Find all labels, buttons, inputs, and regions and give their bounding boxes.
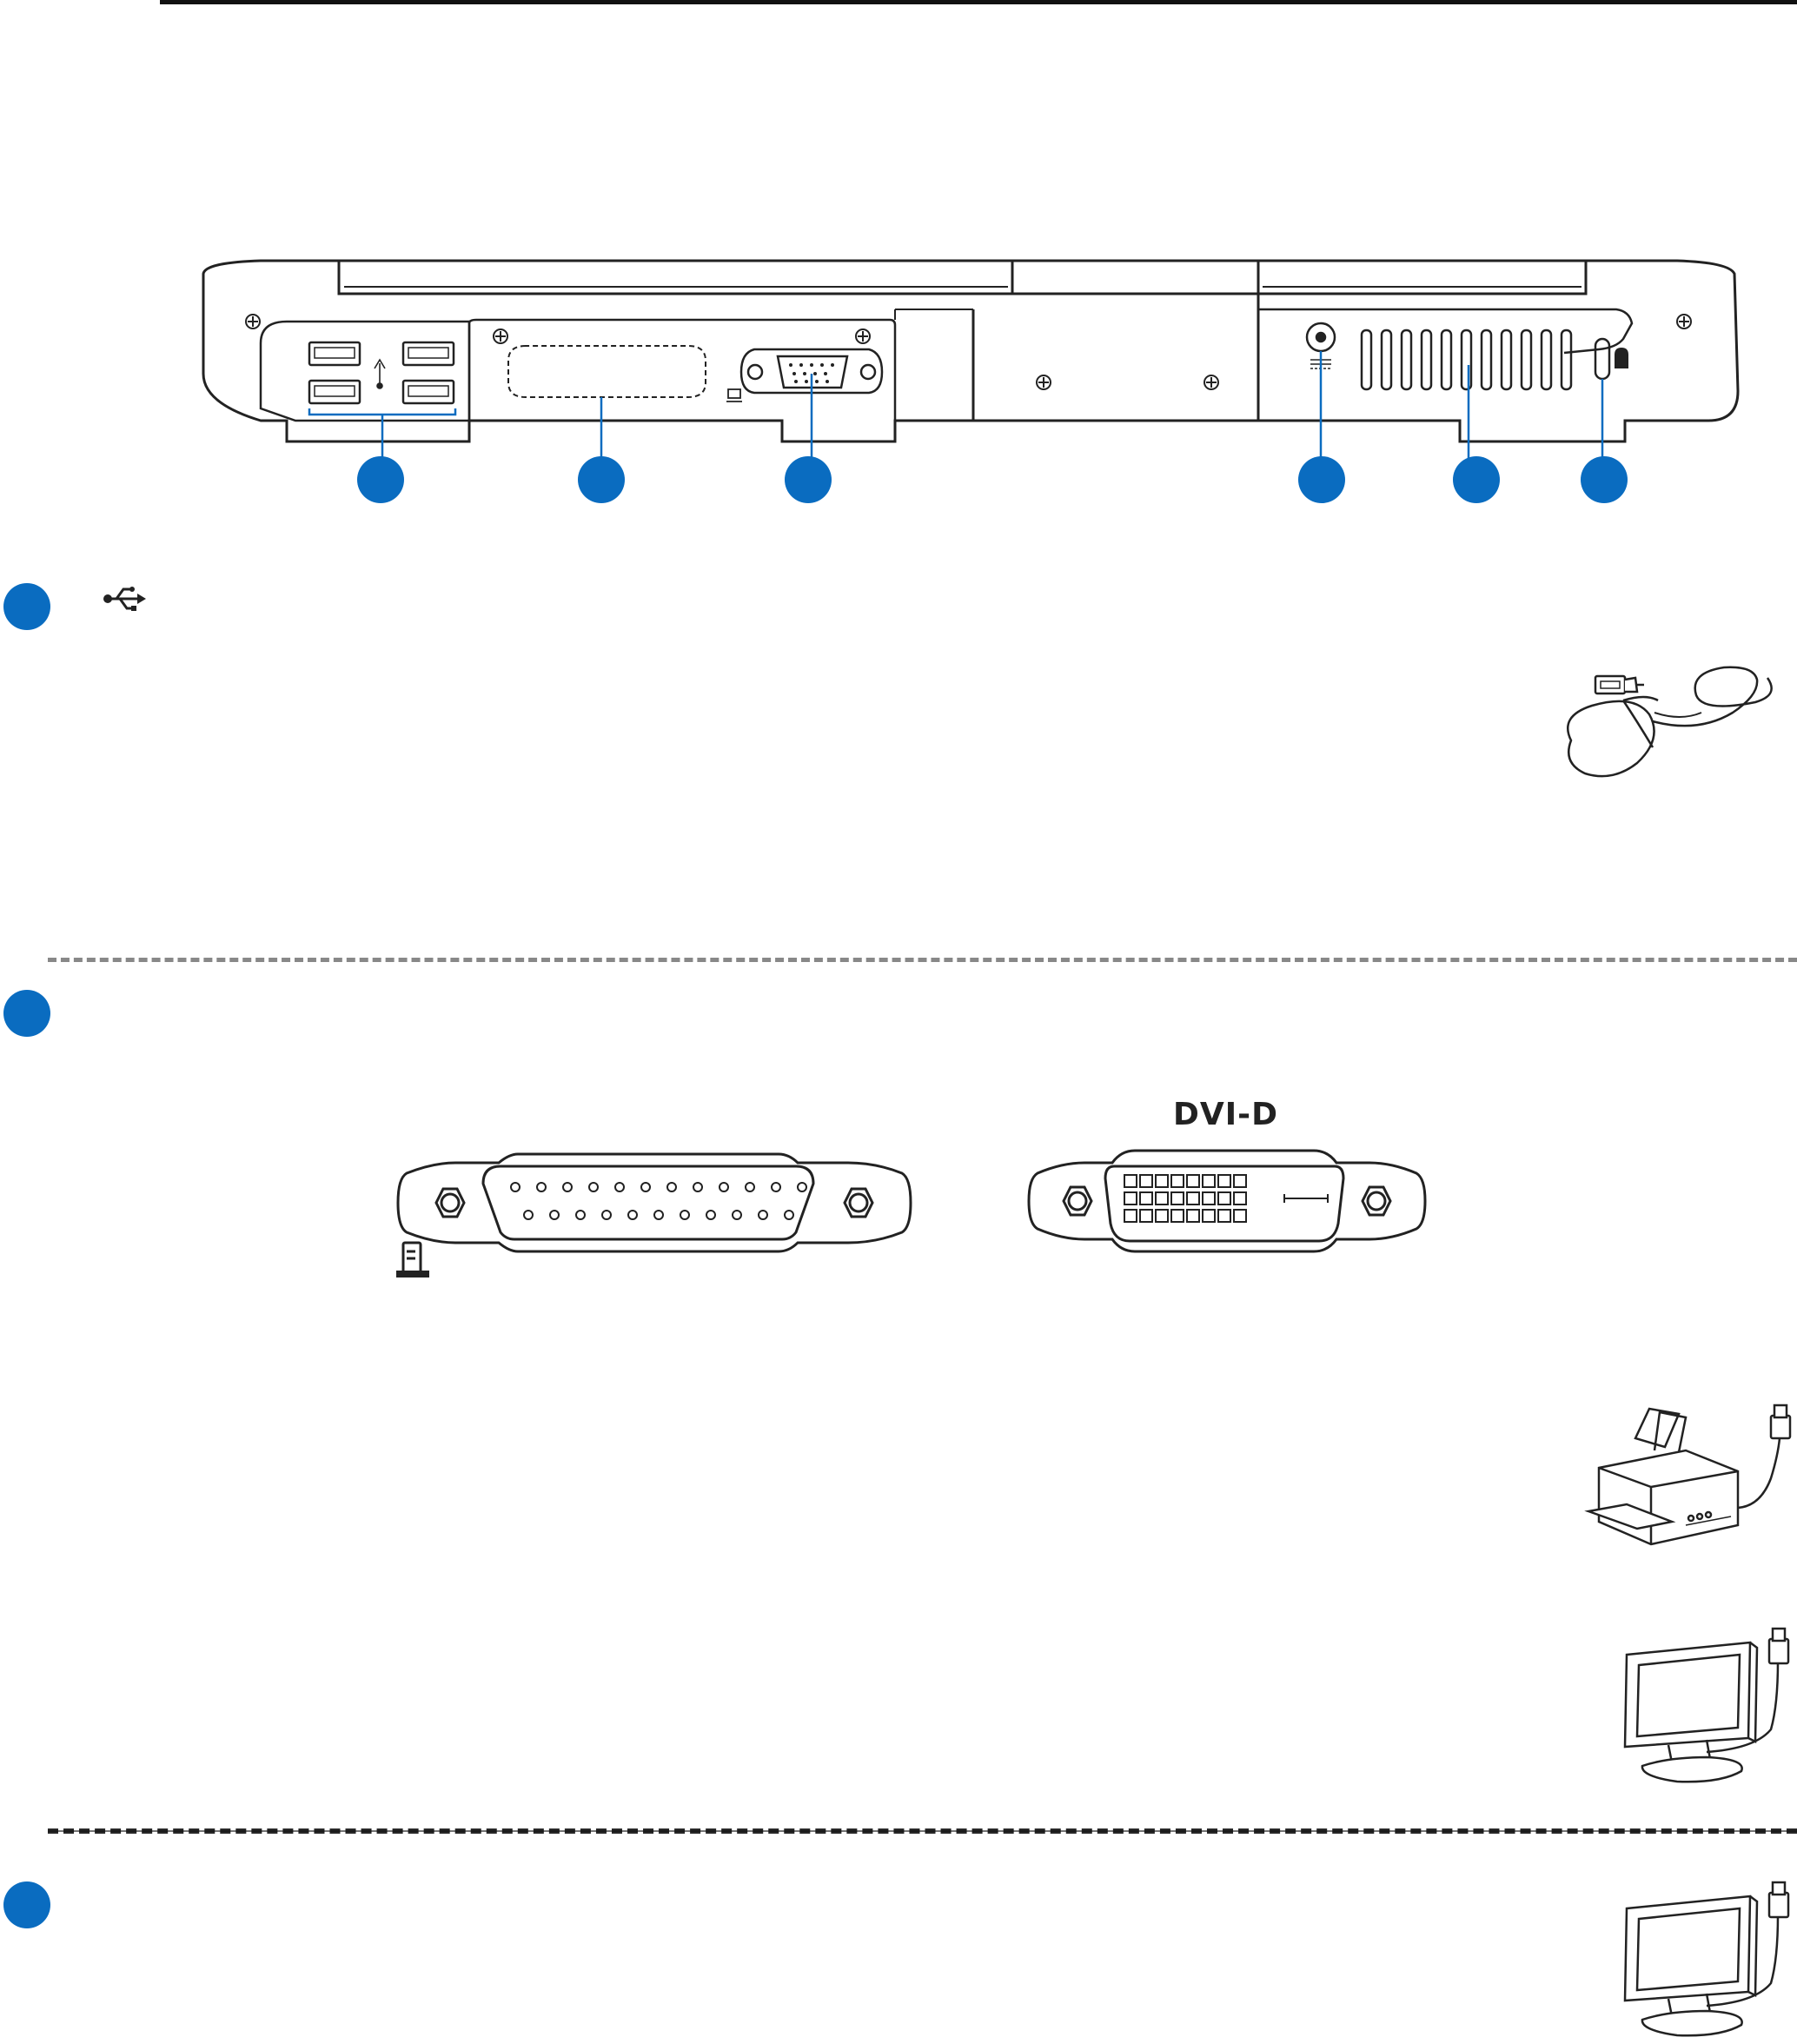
monitor-illustration: [1623, 1627, 1790, 1783]
printer-illustration: [1584, 1404, 1792, 1546]
top-rule: [160, 0, 1797, 4]
lock-icon: [1615, 348, 1628, 368]
callout-marker-port-replicator: [578, 456, 625, 503]
callout-marker-lock: [1581, 456, 1628, 503]
laptop-rear-view-diagram: [202, 259, 1740, 503]
usb-icon: [103, 587, 146, 611]
dc-power-jack: [1305, 322, 1336, 353]
callout-marker-dc-in: [1298, 456, 1345, 503]
air-vents: [1360, 328, 1573, 391]
parallel-port-icon: [396, 1241, 429, 1278]
dvi-d-connector: [1027, 1149, 1427, 1253]
section-marker-usb: [3, 583, 50, 630]
section-marker-display: [3, 1881, 50, 1928]
dvi-d-label: DVI-D: [1173, 1097, 1278, 1132]
section-divider-dashes: [48, 1828, 1797, 1834]
callout-marker-display-output: [785, 456, 832, 503]
section-divider: [48, 958, 1797, 962]
monitor-illustration: [1623, 1881, 1790, 2037]
section-marker-connectors: [3, 990, 50, 1037]
port-replicator-cover: [507, 345, 706, 398]
chassis-outline: [202, 259, 1740, 443]
parallel-port-connector: [396, 1152, 912, 1253]
usb-mouse-illustration: [1567, 666, 1773, 778]
screws: [245, 314, 1692, 390]
kensington-lock-slot: [1594, 337, 1611, 381]
callout-marker-air-vents: [1453, 456, 1500, 503]
usb-icon: [374, 358, 386, 389]
callout-marker-usb: [357, 456, 404, 503]
monitor-icon: [726, 388, 742, 402]
vga-port: [739, 348, 884, 395]
usb-port-group: [308, 341, 455, 405]
